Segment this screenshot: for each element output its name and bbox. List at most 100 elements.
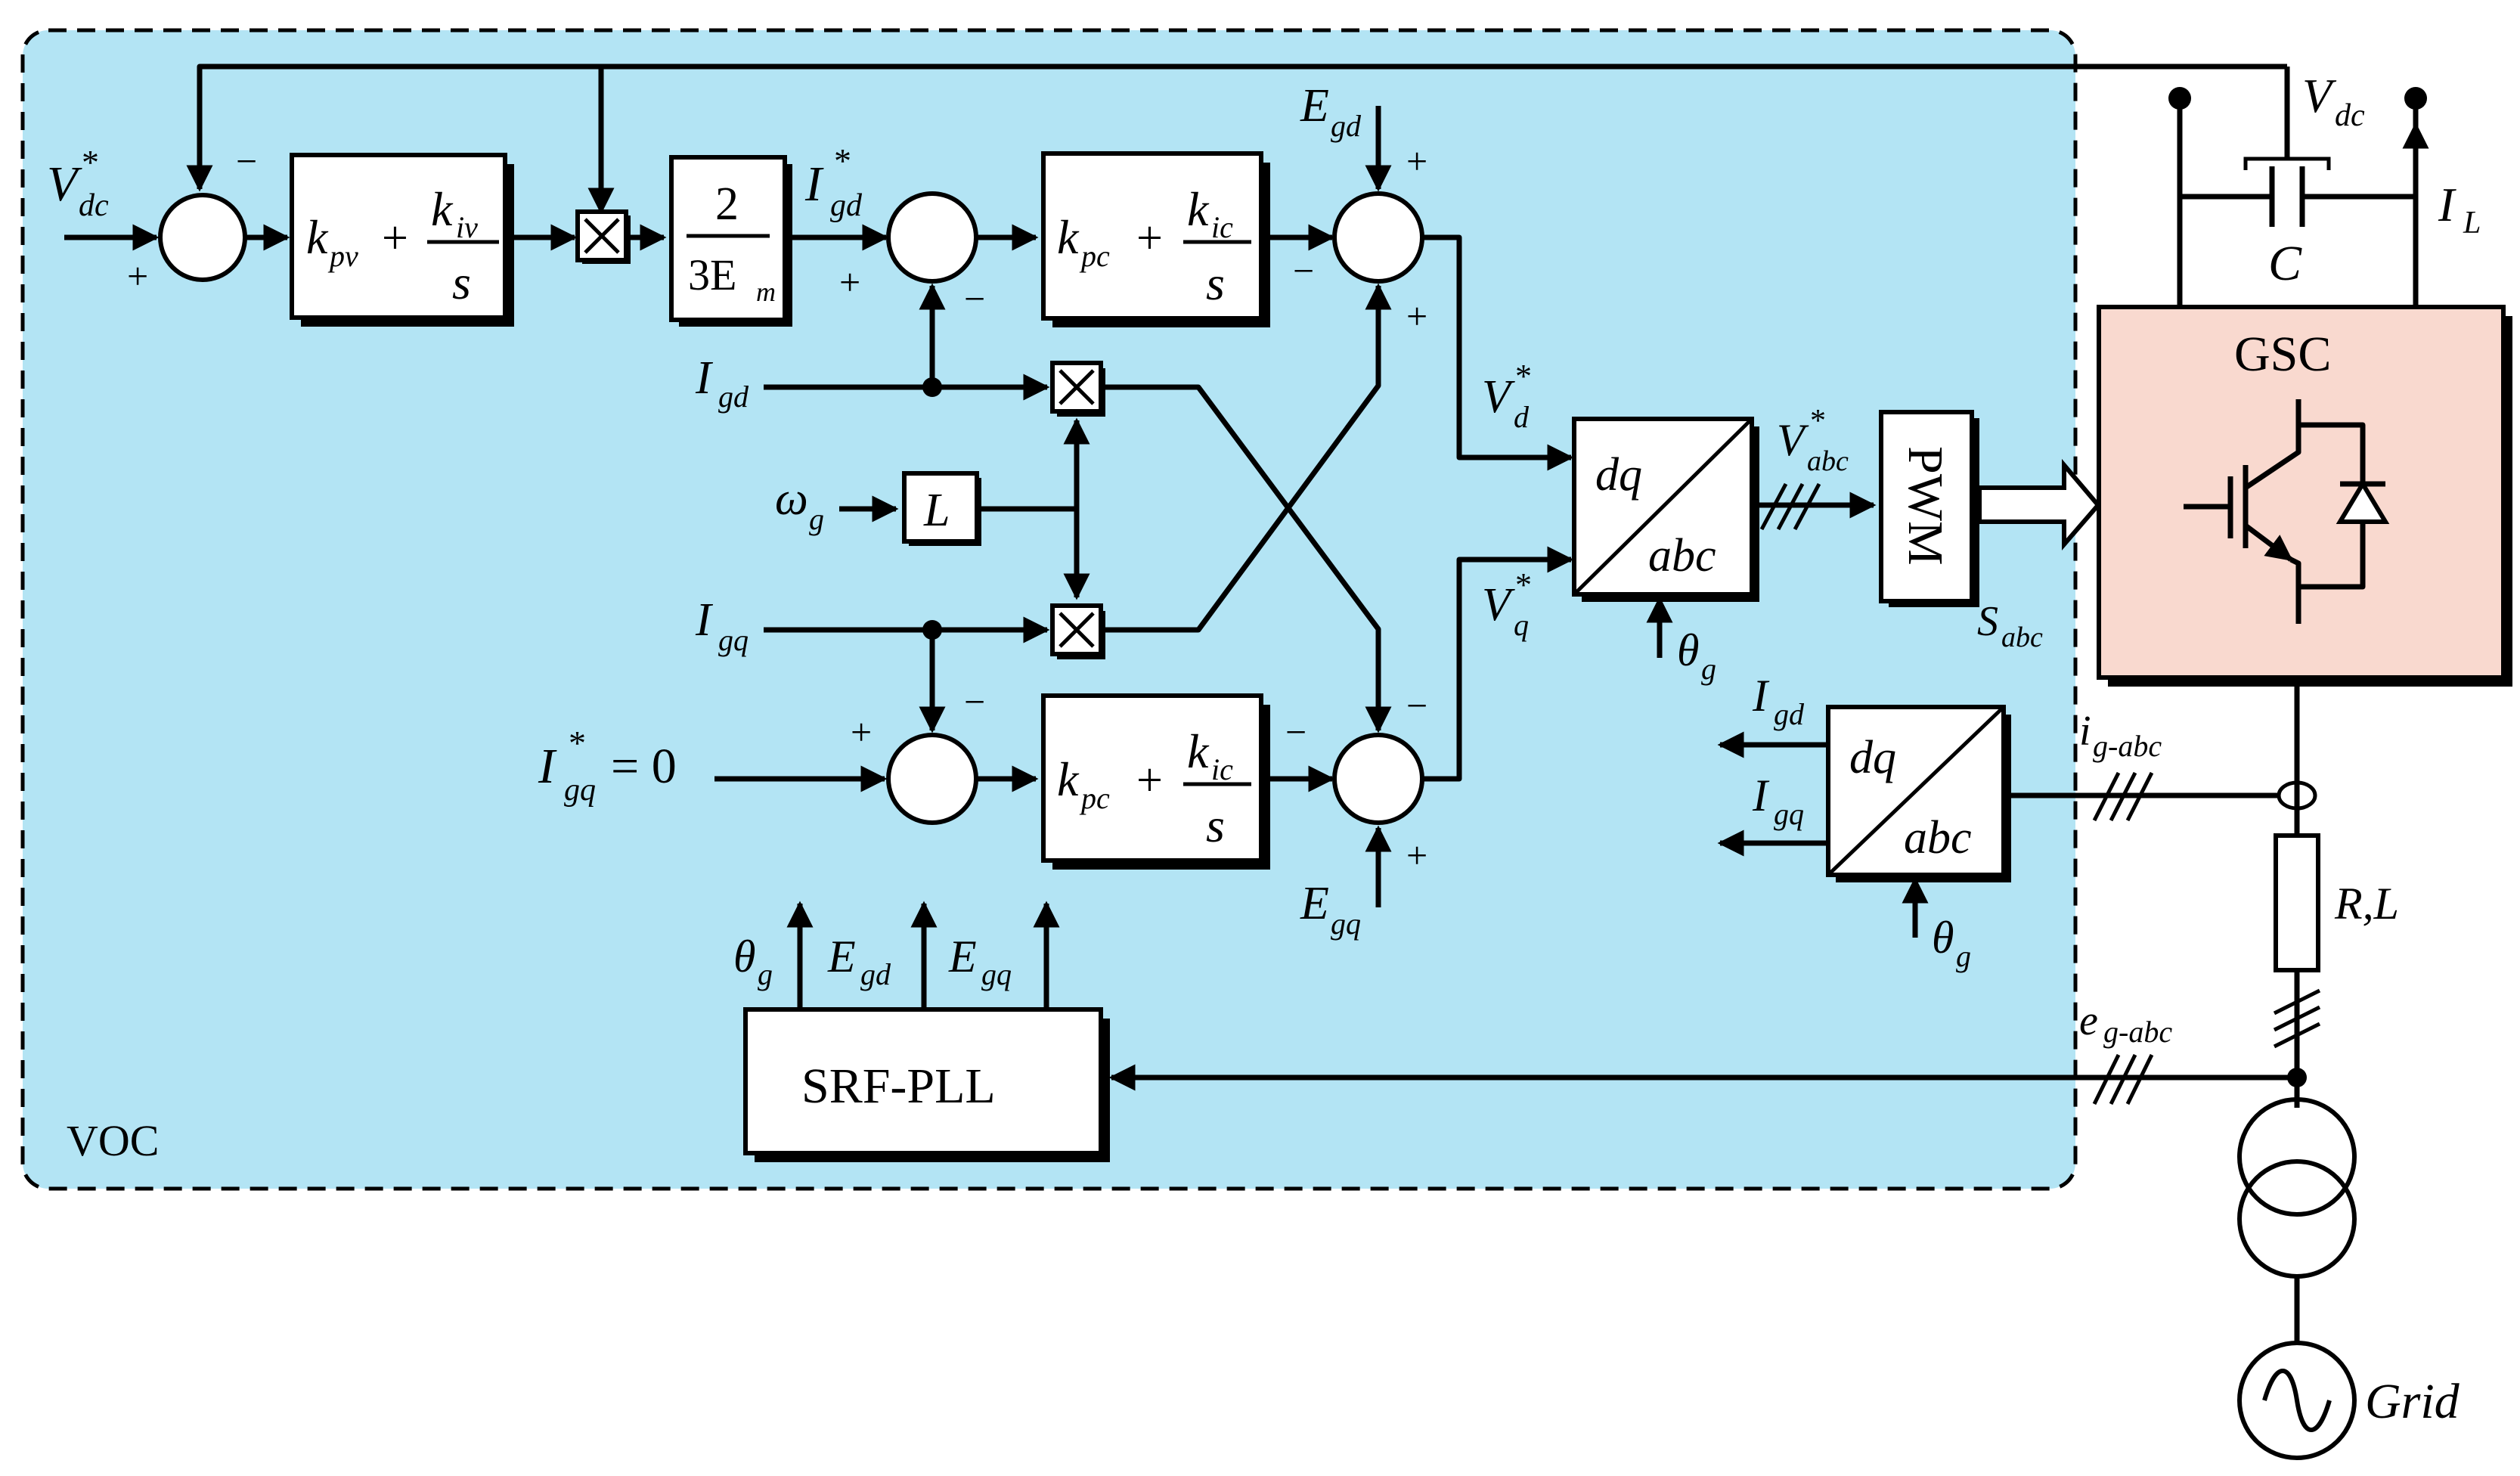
svg-text:+: + xyxy=(851,711,872,753)
svg-text:2: 2 xyxy=(715,178,739,230)
gate-signal-arrow xyxy=(1977,458,2101,551)
voc-region xyxy=(20,28,2078,1191)
sabc-label: S abc xyxy=(1977,598,2043,653)
svg-text:*: * xyxy=(1810,404,1826,439)
svg-text:gq: gq xyxy=(1774,797,1804,831)
svg-text:+: + xyxy=(1406,140,1427,182)
svg-text:gq: gq xyxy=(718,623,749,657)
triple-slash-ig xyxy=(2092,771,2154,822)
svg-text:θ: θ xyxy=(733,932,755,981)
svg-text:I: I xyxy=(2438,178,2456,231)
svg-text:*: * xyxy=(834,141,851,180)
igbt-icon xyxy=(2184,399,2390,624)
igd-label: I gd xyxy=(695,352,749,414)
svg-text:+: + xyxy=(1406,834,1427,876)
igq-meas-label: I gq xyxy=(1752,771,1804,831)
svg-text:I: I xyxy=(695,594,714,646)
dq-abc-transform-bottom: dq abc xyxy=(1826,705,2011,882)
svg-text:q: q xyxy=(1514,608,1529,642)
transformer-icon xyxy=(2237,1097,2357,1279)
svg-text:s: s xyxy=(452,256,471,309)
svg-text:= 0: = 0 xyxy=(611,739,677,794)
svg-text:−: − xyxy=(964,278,985,320)
svg-text:g-abc: g-abc xyxy=(2093,729,2162,763)
svg-text:−: − xyxy=(1285,711,1306,753)
rl-label: R,L xyxy=(2334,879,2399,929)
vd-ref-wire xyxy=(1422,234,1574,471)
svg-text:*: * xyxy=(569,724,586,762)
vdc-label: V dc xyxy=(2302,69,2365,133)
svg-text:θ: θ xyxy=(1932,913,1954,963)
svg-text:I: I xyxy=(695,352,714,404)
svg-text:*: * xyxy=(1515,566,1532,603)
svg-text:E: E xyxy=(1300,878,1329,929)
svg-text:iv: iv xyxy=(456,210,478,244)
svg-text:gd: gd xyxy=(830,188,863,223)
svg-text:pc: pc xyxy=(1079,781,1110,815)
svg-text:abc: abc xyxy=(1807,445,1849,477)
sum-junction-iq xyxy=(886,733,978,825)
srf-pll-block: SRF-PLL xyxy=(743,1007,1110,1162)
svg-text:k: k xyxy=(1187,182,1210,236)
svg-text:gd: gd xyxy=(718,380,749,414)
svg-text:*: * xyxy=(1515,358,1532,395)
vabc-ref-label: V abc * xyxy=(1777,404,1849,477)
svg-text:g-abc: g-abc xyxy=(2103,1015,2172,1049)
svg-text:I: I xyxy=(538,739,557,794)
multiplier-igd xyxy=(1050,361,1105,417)
svg-text:k: k xyxy=(1057,752,1080,806)
svg-text:gq: gq xyxy=(564,773,596,808)
svg-text:−: − xyxy=(1406,684,1427,727)
svg-text:I: I xyxy=(804,157,824,212)
svg-text:+: + xyxy=(839,261,860,303)
svg-text:L: L xyxy=(923,485,950,536)
svg-text:gd: gd xyxy=(1331,109,1362,143)
gsc-block: GSC xyxy=(2097,305,2512,687)
svg-text:−: − xyxy=(1293,250,1314,292)
svg-text:e: e xyxy=(2079,997,2098,1044)
pll-egq-label: E gq xyxy=(948,932,1012,991)
svg-text:dc: dc xyxy=(2335,98,2365,133)
svg-text:E: E xyxy=(1300,80,1329,132)
sum-junction-vd xyxy=(1332,191,1424,284)
igq-ref-label: I gq * = 0 xyxy=(538,724,677,808)
svg-text:i: i xyxy=(2079,708,2091,755)
omega-label: ω g xyxy=(775,473,824,536)
svg-text:abc: abc xyxy=(1904,812,1972,864)
triple-slash-eg xyxy=(2092,1053,2154,1105)
igd-ref-label: I gd * xyxy=(804,141,863,223)
svg-text:+: + xyxy=(382,212,408,264)
svg-text:pv: pv xyxy=(327,239,358,273)
svg-text:+: + xyxy=(1136,755,1163,806)
igq-label: I gq xyxy=(695,594,749,657)
svg-text:dq: dq xyxy=(1595,449,1642,501)
svg-text:PWM: PWM xyxy=(1898,446,1953,566)
theta-label-top: θ g xyxy=(1677,625,1716,686)
svg-text:gq: gq xyxy=(981,957,1012,991)
svg-text:E: E xyxy=(948,932,977,981)
pwm-block: PWM xyxy=(1879,410,1979,607)
gsc-label: GSC xyxy=(2234,327,2331,382)
svg-text:abc: abc xyxy=(1648,530,1716,581)
dq-abc-transform-top: dq abc xyxy=(1572,417,1759,602)
sum-junction-vdc xyxy=(158,193,247,282)
egd-label: E gd xyxy=(1300,80,1362,143)
triple-slash-vabc xyxy=(1759,482,1821,531)
svg-text:g: g xyxy=(1701,652,1716,686)
svg-text:ω: ω xyxy=(775,473,808,525)
sum-junction-vq xyxy=(1332,733,1424,825)
gain-block: 2 3E m xyxy=(669,155,792,327)
svg-text:+: + xyxy=(1406,295,1427,337)
grid-source-icon xyxy=(2237,1341,2357,1460)
svg-text:g: g xyxy=(809,502,824,536)
rl-impedance xyxy=(2274,833,2320,972)
svg-text:g: g xyxy=(1956,939,1971,973)
sum1-minus: − xyxy=(236,140,257,182)
svg-text:I: I xyxy=(1752,771,1770,820)
current-sensor-icon xyxy=(2277,780,2317,811)
svg-text:V: V xyxy=(47,157,82,212)
capacitor-label: C xyxy=(2268,236,2302,291)
vd-ref-label: V d * xyxy=(1482,358,1532,434)
svg-text:V: V xyxy=(2302,69,2337,122)
